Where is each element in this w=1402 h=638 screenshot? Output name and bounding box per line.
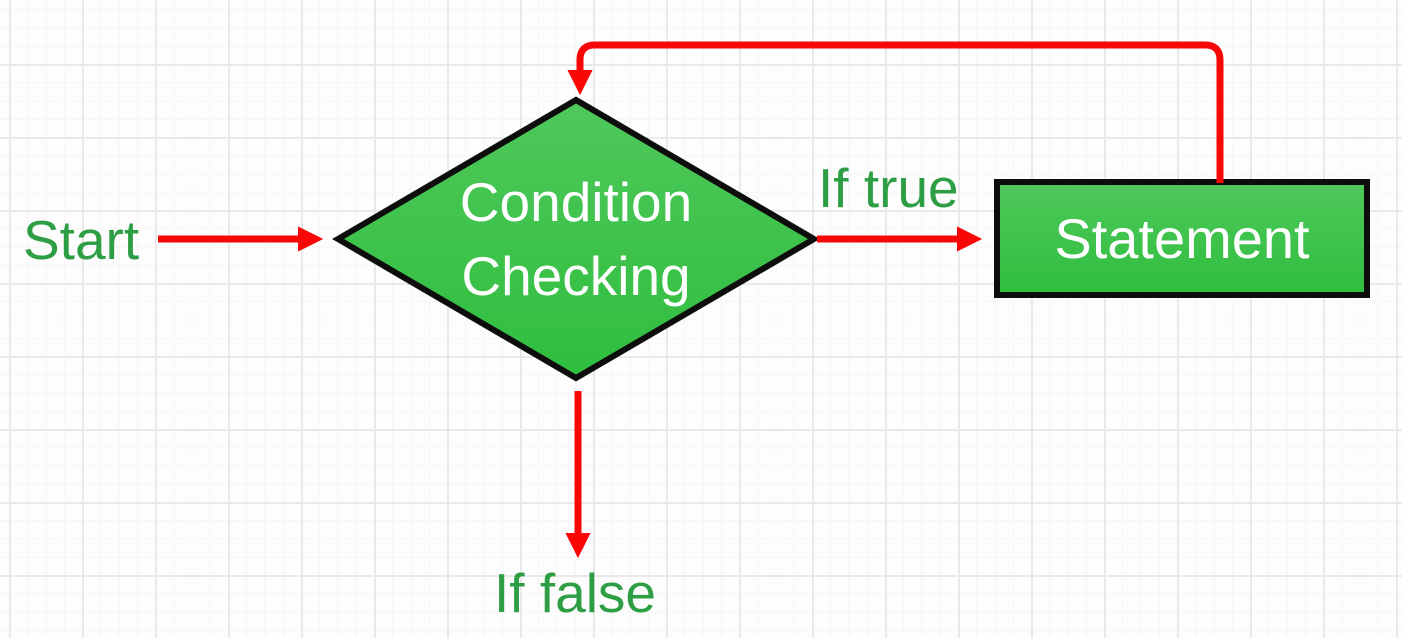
condition-node-label-line2: Checking — [461, 245, 691, 307]
statement-box-shape — [994, 179, 1370, 298]
start-label: Start — [23, 209, 140, 271]
condition-node-label-line1: Condition — [459, 171, 693, 233]
condition-diamond-shape — [332, 96, 820, 382]
statement-node-label: Statement — [1054, 206, 1310, 270]
loop-back-arrow — [567, 41, 1224, 183]
if-true-label: If true — [818, 157, 959, 219]
if-false-label: If false — [494, 562, 657, 624]
condition-node-label: Condition Checking — [338, 100, 814, 378]
